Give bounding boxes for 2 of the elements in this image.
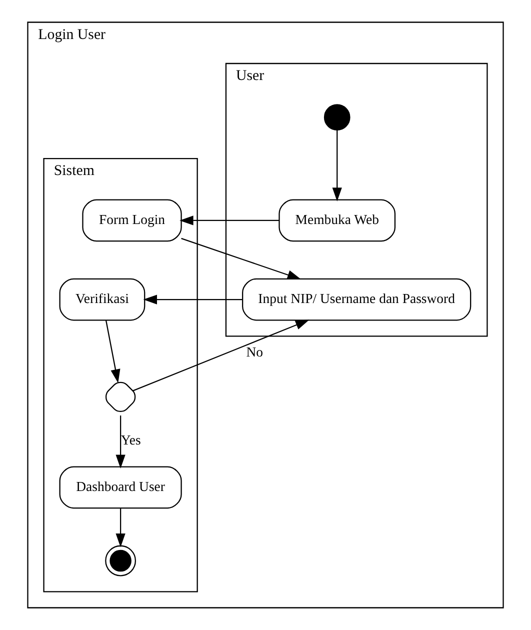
edge-label: Yes	[120, 432, 141, 448]
edge-label: No	[246, 344, 264, 360]
